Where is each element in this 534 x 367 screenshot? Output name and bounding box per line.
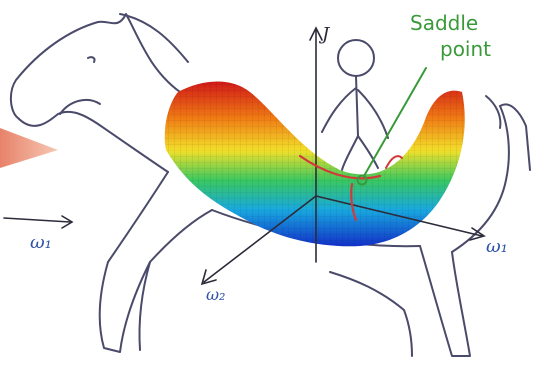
w1-axis-left-line	[4, 218, 70, 222]
saddle-label-line1: Saddle	[410, 11, 478, 35]
w1-right-label: ω₁	[486, 236, 508, 257]
saddle-label-line2: point	[440, 37, 491, 61]
w1-left-label: ω₁	[30, 232, 52, 253]
w2-label: ω₂	[206, 285, 225, 304]
pink-cone	[0, 128, 58, 168]
